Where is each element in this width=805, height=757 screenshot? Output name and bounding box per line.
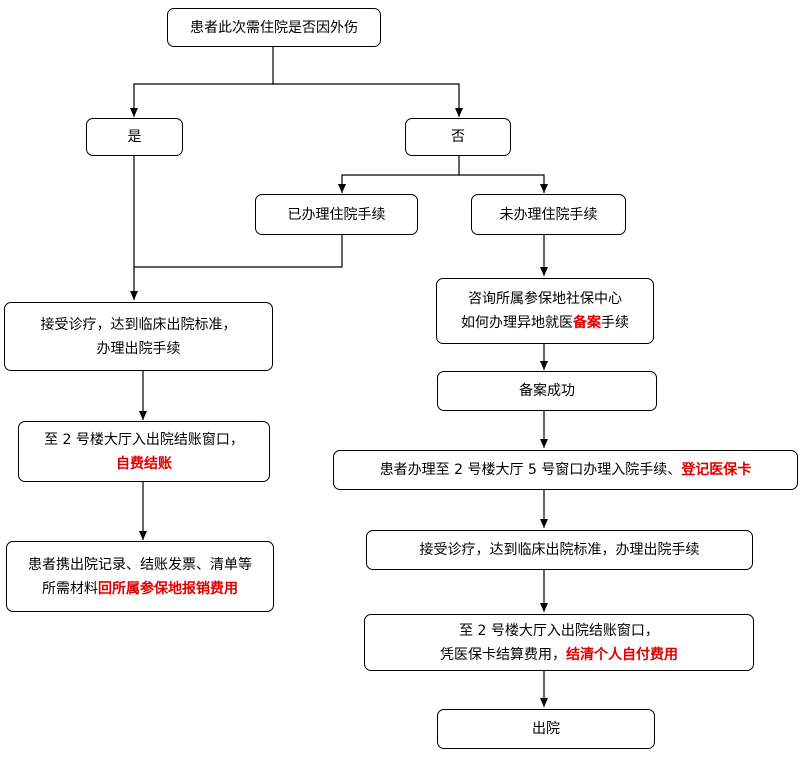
node-left-reimburse: 患者携出院记录、结账发票、清单等 所需材料回所属参保地报销费用 (6, 541, 274, 612)
node-unregistered-text: 未办理住院手续 (499, 206, 598, 223)
node-trauma-question: 患者此次需住院是否因外伤 (167, 8, 381, 47)
node-yes: 是 (86, 118, 183, 156)
node-consult: 咨询所属参保地社保中心 如何办理异地就医备案手续 (436, 278, 654, 344)
node-discharge-text: 出院 (532, 721, 560, 737)
node-no: 否 (405, 118, 511, 156)
node-left-payment: 至 2 号楼大厅入出院结账窗口， 自费结账 (18, 421, 270, 482)
connector-root-to-no (273, 83, 463, 117)
node-left-payment-line1: 至 2 号楼大厅入出院结账窗口， (44, 431, 244, 448)
filing-highlight: 备案 (573, 315, 601, 331)
node-right-payment-line1: 至 2 号楼大厅入出院结账窗口， (459, 622, 659, 639)
node-right-treatment: 接受诊疗，达到临床出院标准，办理出院手续 (366, 530, 753, 570)
node-no-text: 否 (451, 129, 465, 145)
node-discharge: 出院 (437, 709, 655, 749)
node-admission: 患者办理至 2 号楼大厅 5 号窗口办理入院手续、登记医保卡 (333, 450, 798, 490)
reimburse-highlight: 回所属参保地报销费用 (98, 580, 238, 597)
node-filing-success-text: 备案成功 (519, 383, 575, 399)
self-pay-highlight: 自费结账 (116, 455, 172, 472)
connector-root-to-yes (130, 47, 274, 117)
register-card-highlight: 登记医保卡 (681, 462, 752, 478)
node-trauma-question-text: 患者此次需住院是否因外伤 (190, 19, 358, 36)
connector-no-to-unregistered (459, 174, 548, 193)
connector-registered-to-treat (134, 235, 343, 268)
node-admission-prefix: 患者办理至 2 号楼大厅 5 号窗口办理入院手续、 (379, 462, 682, 478)
node-unregistered: 未办理住院手续 (471, 194, 626, 235)
node-left-reimburse-line1: 患者携出院记录、结账发票、清单等 (28, 556, 252, 573)
node-left-treatment-line1: 接受诊疗，达到临床出院标准， (40, 316, 237, 333)
node-right-payment-prefix: 凭医保卡结算费用， (440, 646, 566, 663)
node-yes-text: 是 (127, 129, 142, 145)
node-registered: 已办理住院手续 (255, 194, 418, 235)
node-left-treatment-line2: 办理出院手续 (96, 340, 181, 357)
node-filing-success: 备案成功 (437, 371, 657, 411)
connector-no-to-registered (338, 156, 460, 193)
node-consult-prefix: 如何办理异地就医 (461, 315, 573, 331)
settle-highlight: 结清个人自付费用 (566, 646, 678, 663)
node-consult-suffix: 手续 (601, 315, 629, 331)
node-left-treatment: 接受诊疗，达到临床出院标准， 办理出院手续 (4, 302, 273, 371)
node-right-payment: 至 2 号楼大厅入出院结账窗口， 凭医保卡结算费用，结清个人自付费用 (364, 614, 754, 671)
node-registered-text: 已办理住院手续 (287, 206, 386, 223)
node-right-treatment-text: 接受诊疗，达到临床出院标准，办理出院手续 (419, 542, 700, 558)
node-consult-line1: 咨询所属参保地社保中心 (468, 291, 622, 307)
node-left-reimburse-prefix: 所需材料 (42, 580, 98, 597)
